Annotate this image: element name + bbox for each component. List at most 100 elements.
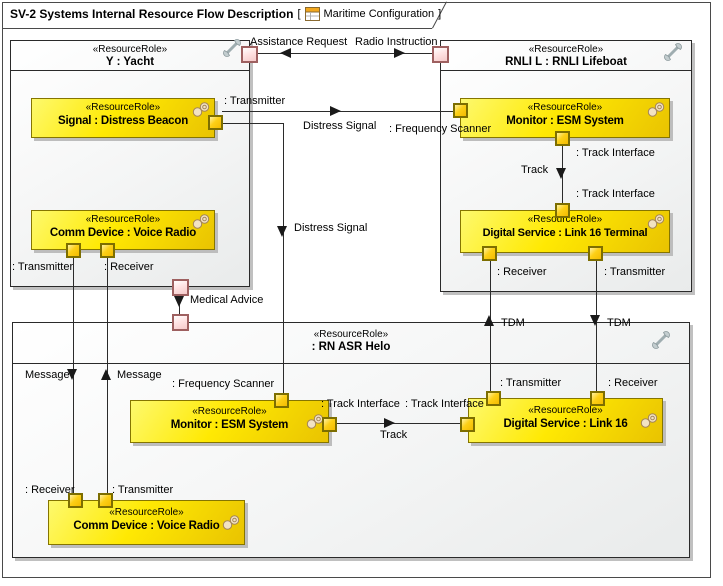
block-stereotype: «ResourceRole» bbox=[527, 102, 603, 113]
arrowhead-distress-signal-helo bbox=[277, 226, 287, 237]
arrowhead-assistance-request bbox=[280, 48, 291, 58]
port-label-terminal-transmitter[interactable]: : Transmitter bbox=[604, 266, 666, 278]
diagram-title: SV-2 Systems Internal Resource Flow Desc… bbox=[10, 7, 294, 21]
block-helo-esm-system[interactable]: «ResourceRole» Monitor : ESM System bbox=[130, 400, 329, 443]
flow-label-track-helo[interactable]: Track bbox=[380, 429, 408, 441]
port-label-helo-radio-receiver[interactable]: : Receiver bbox=[25, 484, 75, 496]
port-lifeboat-boundary-top[interactable] bbox=[432, 46, 449, 63]
container-rnli-lifeboat[interactable]: «ResourceRole» RNLI L : RNLI Lifeboat bbox=[440, 40, 692, 292]
arrowhead-tdm-down bbox=[590, 315, 600, 326]
flow-label-track-lifeboat[interactable]: Track bbox=[521, 164, 549, 176]
lifeboat-stereotype: «ResourceRole» bbox=[528, 44, 604, 55]
port-beacon-transmitter[interactable] bbox=[208, 115, 223, 130]
connector-distress-signal-helo-h[interactable] bbox=[222, 123, 283, 124]
yacht-name: Y : Yacht bbox=[105, 56, 155, 68]
block-stereotype: «ResourceRole» bbox=[528, 405, 603, 416]
block-stereotype: «ResourceRole» bbox=[85, 214, 161, 225]
resource-role-icon bbox=[647, 102, 666, 122]
port-label-helo-radio-transmitter[interactable]: : Transmitter bbox=[112, 484, 174, 496]
connector-tdm-right[interactable] bbox=[596, 260, 597, 392]
port-link16-track-interface[interactable] bbox=[460, 417, 475, 432]
port-label-terminal-receiver[interactable]: : Receiver bbox=[497, 266, 547, 278]
port-helo-radio-receiver[interactable] bbox=[68, 493, 83, 508]
arrowhead-tdm-up bbox=[484, 315, 494, 326]
flow-label-tdm-left[interactable]: TDM bbox=[501, 317, 525, 329]
port-label-link16-receiver[interactable]: : Receiver bbox=[608, 377, 658, 389]
port-terminal-track-interface[interactable] bbox=[555, 203, 570, 218]
block-stereotype: «ResourceRole» bbox=[527, 214, 603, 225]
block-yacht-voice-radio[interactable]: «ResourceRole» Comm Device : Voice Radio bbox=[31, 210, 215, 250]
port-helo-boundary-top[interactable] bbox=[172, 314, 189, 331]
context-bracket-close: ] bbox=[438, 8, 442, 20]
wrench-icon bbox=[652, 331, 672, 354]
block-name: Digital Service : Link 16 Terminal bbox=[482, 227, 648, 239]
block-distress-beacon[interactable]: «ResourceRole» Signal : Distress Beacon bbox=[31, 98, 215, 138]
port-terminal-transmitter[interactable] bbox=[588, 246, 603, 261]
port-label-helo-esm-frequency-scanner[interactable]: : Frequency Scanner bbox=[172, 378, 275, 390]
block-name: Monitor : ESM System bbox=[506, 115, 624, 127]
context-bracket-open: [ bbox=[297, 8, 301, 20]
block-link16[interactable]: «ResourceRole» Digital Service : Link 16 bbox=[468, 398, 663, 443]
flow-label-distress-signal-lifeboat[interactable]: Distress Signal bbox=[303, 120, 377, 132]
block-name: Digital Service : Link 16 bbox=[503, 418, 628, 430]
flow-label-message-left[interactable]: Message bbox=[25, 369, 70, 381]
helo-stereotype: «ResourceRole» bbox=[313, 329, 389, 340]
port-label-beacon-transmitter[interactable]: : Transmitter bbox=[224, 95, 286, 107]
port-label-link16-track-interface[interactable]: : Track Interface bbox=[405, 398, 484, 410]
block-name: Comm Device : Voice Radio bbox=[73, 520, 220, 532]
resource-role-icon bbox=[192, 102, 211, 122]
port-helo-esm-frequency-scanner[interactable] bbox=[274, 393, 289, 408]
wrench-icon bbox=[223, 39, 243, 62]
sv-diagram-icon bbox=[304, 7, 320, 21]
port-label-lifeboat-esm-track-interface[interactable]: : Track Interface bbox=[576, 147, 655, 159]
port-label-link16-transmitter[interactable]: : Transmitter bbox=[500, 377, 562, 389]
block-name: Comm Device : Voice Radio bbox=[49, 227, 197, 239]
flow-label-message-right[interactable]: Message bbox=[117, 369, 162, 381]
port-label-yacht-radio-receiver[interactable]: : Receiver bbox=[104, 261, 154, 273]
yacht-stereotype: «ResourceRole» bbox=[92, 44, 168, 55]
title-tab bbox=[2, 2, 432, 29]
resource-role-icon bbox=[222, 515, 241, 535]
flow-label-tdm-right[interactable]: TDM bbox=[607, 317, 631, 329]
port-link16-receiver[interactable] bbox=[590, 391, 605, 406]
port-yacht-boundary-bottom[interactable] bbox=[172, 279, 189, 296]
arrowhead-distress-signal-lifeboat bbox=[330, 106, 341, 116]
lifeboat-name: RNLI L : RNLI Lifeboat bbox=[505, 56, 627, 68]
flow-label-assistance-request[interactable]: Assistance Request bbox=[250, 36, 348, 48]
arrowhead-medical-advice bbox=[174, 296, 184, 307]
flow-label-distress-signal-helo[interactable]: Distress Signal bbox=[294, 222, 368, 234]
wrench-icon bbox=[664, 43, 684, 66]
resource-role-icon bbox=[192, 214, 211, 234]
port-helo-esm-track-interface[interactable] bbox=[322, 417, 337, 432]
port-label-helo-esm-track-interface[interactable]: : Track Interface bbox=[321, 398, 400, 410]
resource-role-icon bbox=[647, 214, 666, 234]
port-terminal-receiver[interactable] bbox=[482, 246, 497, 261]
port-yacht-boundary-top[interactable] bbox=[241, 46, 258, 63]
port-yacht-radio-receiver[interactable] bbox=[100, 243, 115, 258]
port-yacht-radio-transmitter[interactable] bbox=[66, 243, 81, 258]
arrowhead-message-up bbox=[101, 369, 111, 380]
block-name: Monitor : ESM System bbox=[170, 419, 289, 431]
arrowhead-message-down bbox=[67, 369, 77, 380]
port-label-lifeboat-esm-frequency-scanner[interactable]: : Frequency Scanner bbox=[389, 123, 492, 135]
connector-track-helo[interactable] bbox=[336, 423, 461, 424]
arrowhead-radio-instruction bbox=[394, 48, 405, 58]
connector-assistance-radio[interactable] bbox=[258, 53, 432, 54]
port-lifeboat-esm-track-interface[interactable] bbox=[555, 131, 570, 146]
block-stereotype: «ResourceRole» bbox=[85, 102, 161, 113]
connector-tdm-left[interactable] bbox=[490, 260, 491, 392]
connector-distress-signal-helo-v[interactable] bbox=[283, 123, 284, 394]
port-label-yacht-radio-transmitter[interactable]: : Transmitter bbox=[12, 261, 74, 273]
arrowhead-track-helo bbox=[384, 418, 395, 428]
diagram-context: Maritime Configuration bbox=[323, 8, 435, 20]
helo-name: : RN ASR Helo bbox=[311, 341, 391, 353]
flow-label-radio-instruction[interactable]: Radio Instruction bbox=[355, 36, 438, 48]
port-label-terminal-track-interface[interactable]: : Track Interface bbox=[576, 188, 655, 200]
diagram-title-bar: SV-2 Systems Internal Resource Flow Desc… bbox=[10, 7, 441, 21]
port-helo-radio-transmitter[interactable] bbox=[98, 493, 113, 508]
flow-label-medical-advice[interactable]: Medical Advice bbox=[190, 294, 264, 306]
block-stereotype: «ResourceRole» bbox=[109, 507, 184, 518]
port-lifeboat-esm-frequency-scanner[interactable] bbox=[453, 103, 468, 118]
port-link16-transmitter[interactable] bbox=[486, 391, 501, 406]
